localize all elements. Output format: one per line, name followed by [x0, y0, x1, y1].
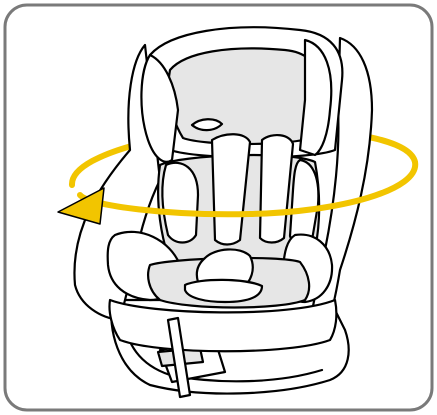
headrest-inner — [168, 48, 318, 144]
buckle — [185, 280, 262, 302]
headrest-handle — [192, 119, 222, 130]
shoulder-pad-left — [162, 163, 198, 243]
shoulder-pad-right — [290, 160, 318, 243]
